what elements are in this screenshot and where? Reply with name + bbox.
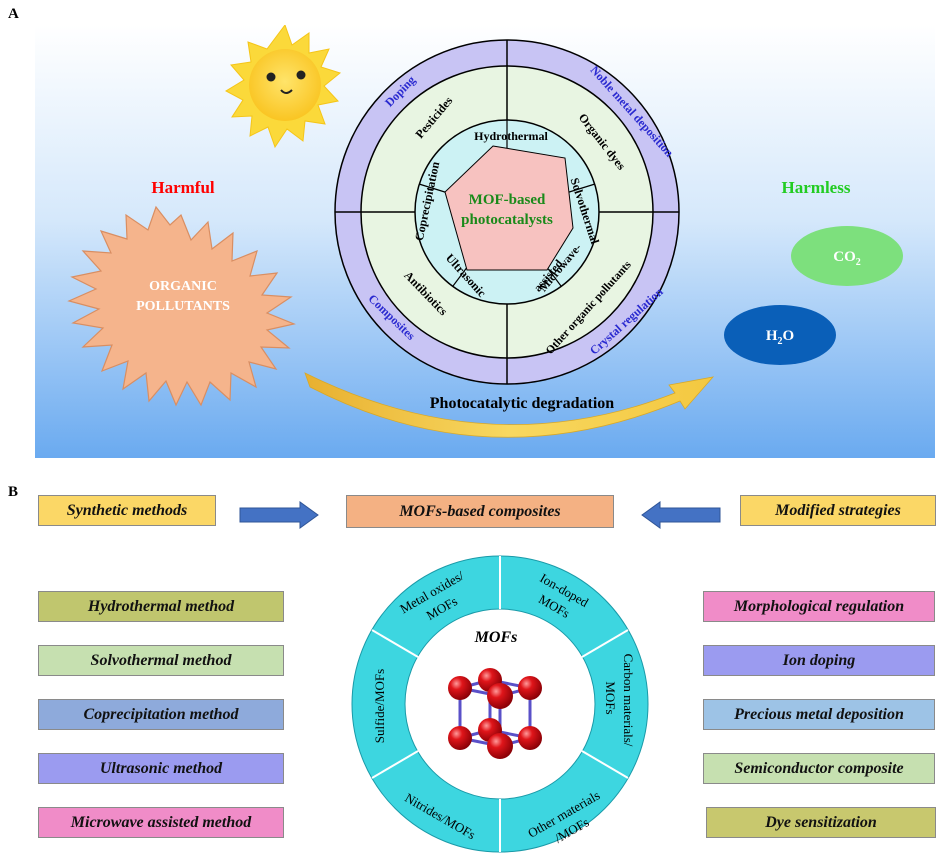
ring-sulfide: Sulfide/MOFs: [372, 669, 387, 743]
left-method-4: Microwave assisted method: [38, 807, 284, 838]
modified-strategies-box: Modified strategies: [740, 495, 936, 526]
left-method-1: Solvothermal method: [38, 645, 284, 676]
mof-wheel: MOF-based photocatalysts Hydrothermal So…: [334, 39, 680, 385]
pollutants-line2: POLLUTANTS: [136, 299, 230, 314]
center-line2: photocatalysts: [461, 212, 553, 228]
left-method-3: Ultrasonic method: [38, 753, 284, 784]
right-arrow-icon: [239, 501, 319, 529]
co2-bubble: CO2: [791, 226, 903, 286]
center-pentagon: [444, 145, 574, 271]
right-strategy-2: Precious metal deposition: [703, 699, 935, 730]
svg-text:H2O: H2O: [766, 328, 794, 347]
co2-text: CO: [833, 249, 856, 265]
left-method-2: Coprecipitation method: [38, 699, 284, 730]
h2o-h: H: [766, 328, 778, 344]
degradation-arrow: [304, 372, 715, 438]
organic-pollutants-starburst: ORGANIC POLLUTANTS: [67, 205, 297, 407]
center-line1: MOF-based: [469, 192, 546, 208]
right-strategy-4: Dye sensitization: [706, 807, 936, 838]
ring-carbon-1: Carbon materials/: [621, 654, 636, 747]
right-strategy-1: Ion doping: [703, 645, 935, 676]
right-strategy-3: Semiconductor composite: [703, 753, 935, 784]
mof-cube-icon: [448, 668, 542, 759]
mofs-composites-box: MOFs-based composites: [346, 495, 614, 528]
pollutants-line1: ORGANIC: [149, 279, 217, 294]
mofs-ring-diagram: Metal oxides/ MOFs Ion-doped MOFs Carbon…: [351, 555, 649, 853]
synthetic-methods-box: Synthetic methods: [38, 495, 216, 526]
inner-hydrothermal: Hydrothermal: [474, 129, 548, 143]
co2-subscript: 2: [856, 257, 861, 268]
degradation-label: Photocatalytic degradation: [430, 395, 615, 412]
mofs-title: MOFs: [474, 629, 518, 646]
harmful-label: Harmful: [151, 178, 215, 197]
sun-icon: [224, 25, 342, 149]
right-strategy-0: Morphological regulation: [703, 591, 935, 622]
h2o-o: O: [783, 328, 795, 344]
panel-a-label: A: [8, 6, 19, 22]
left-method-0: Hydrothermal method: [38, 591, 284, 622]
panel-a-diagram: Harmful Harmless ORGANIC POLLUTANTS CO2 …: [35, 25, 935, 458]
ring-carbon-2: MOFs: [603, 681, 618, 714]
left-arrow-icon: [641, 501, 721, 529]
svg-text:CO2: CO2: [833, 249, 861, 268]
h2o-bubble: H2O: [724, 305, 836, 365]
panel-b-label: B: [8, 484, 19, 500]
h2o-subscript: 2: [778, 336, 783, 347]
harmless-label: Harmless: [782, 178, 851, 197]
